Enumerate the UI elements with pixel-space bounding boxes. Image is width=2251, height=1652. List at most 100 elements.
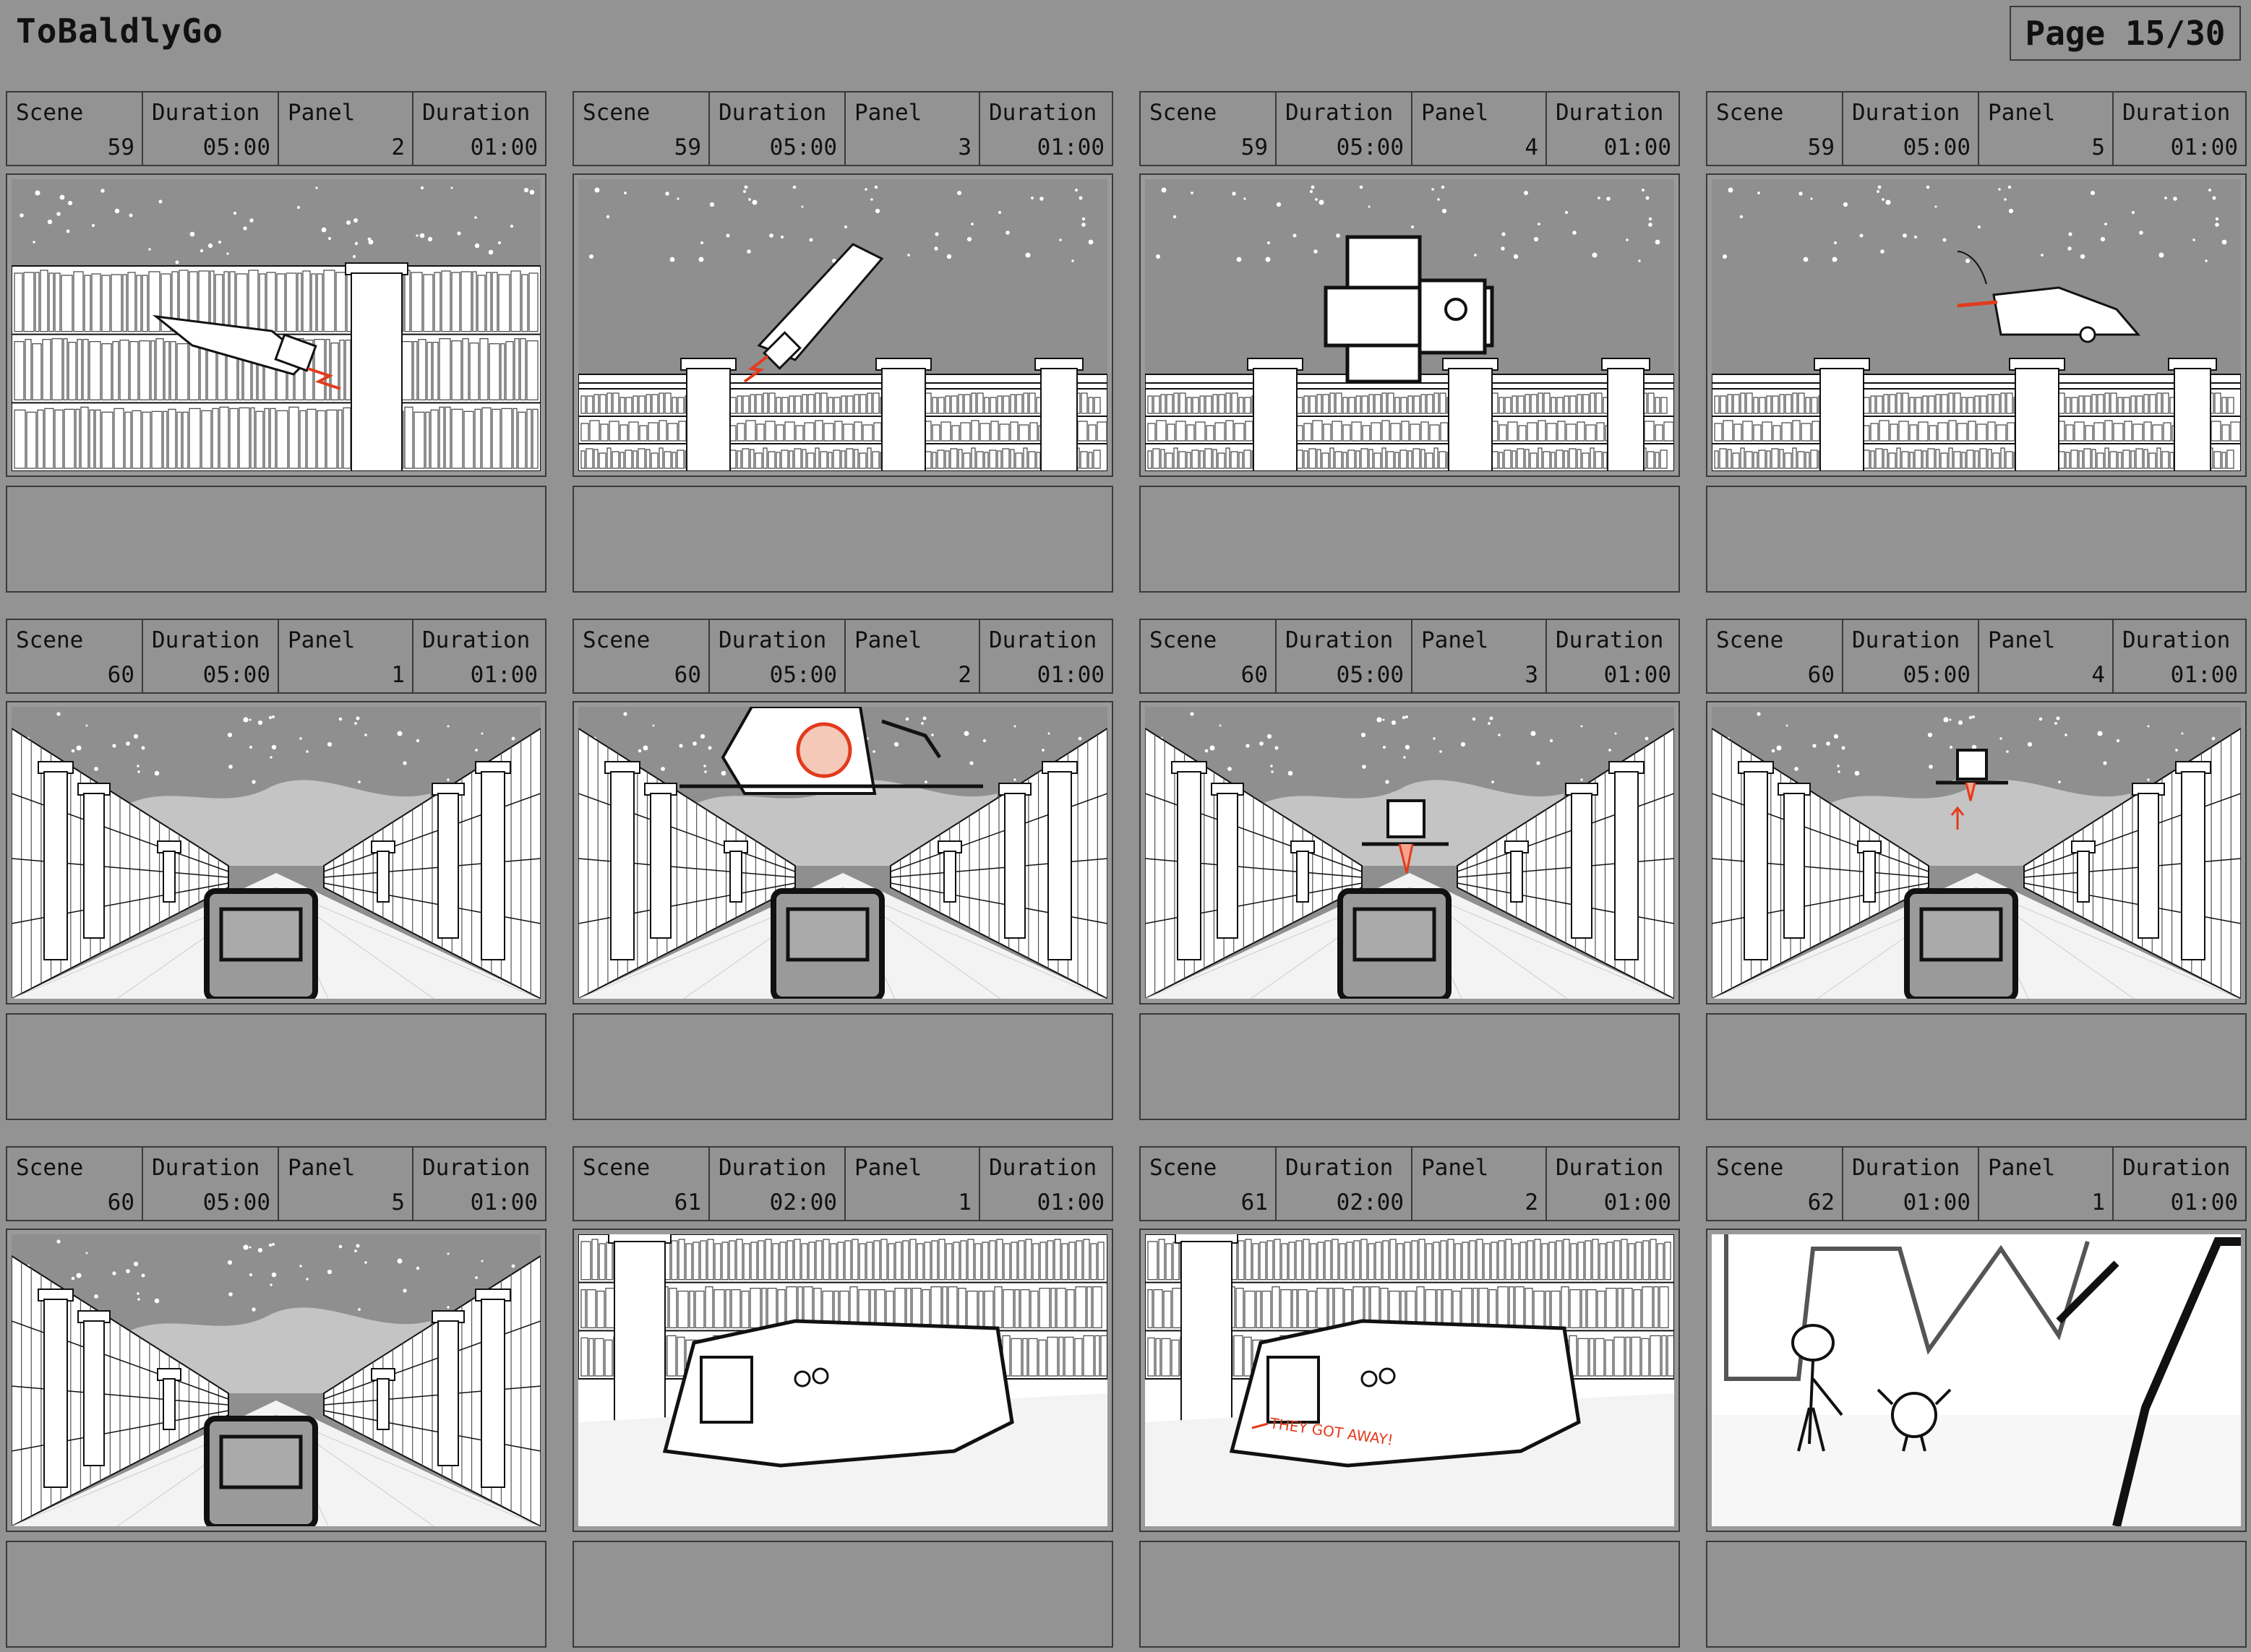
panel-duration-label: Duration	[2122, 1155, 2231, 1181]
panel-number-label: Panel	[288, 100, 356, 126]
scene-label: Scene	[1149, 1155, 1217, 1181]
panel-number-cell: Panel 2	[278, 93, 412, 165]
panel-notes[interactable]	[1139, 1013, 1680, 1120]
panel-duration-value: 01:00	[2170, 1189, 2238, 1216]
panel-sketch	[1712, 707, 2241, 999]
panel-number-value: 2	[391, 134, 405, 160]
panel-duration-label: Duration	[422, 1155, 531, 1181]
scene-duration-label: Duration	[1852, 627, 1960, 653]
panel-notes[interactable]	[1706, 1541, 2247, 1648]
panel-duration-value: 01:00	[470, 134, 538, 160]
panel-sketch	[12, 707, 541, 999]
scene-duration-value: 05:00	[769, 134, 837, 160]
panel-duration-label: Duration	[1556, 1155, 1664, 1181]
panel-notes[interactable]	[1139, 486, 1680, 593]
scene-cell: Scene 61	[1141, 1148, 1275, 1220]
panel-sketch	[578, 1234, 1107, 1526]
scene-duration-value: 05:00	[769, 662, 837, 688]
panel-number-value: 5	[391, 1189, 405, 1216]
panel-image[interactable]	[6, 701, 546, 1004]
panel-number-value: 1	[2091, 1189, 2105, 1216]
scene-duration-cell: Duration 05:00	[708, 93, 844, 165]
scene-label: Scene	[583, 1155, 651, 1181]
panel-duration-value: 01:00	[2170, 134, 2238, 160]
panel-image[interactable]	[1139, 173, 1680, 477]
panel-image[interactable]	[1139, 701, 1680, 1004]
panel-image[interactable]	[1706, 701, 2247, 1004]
scene-duration-label: Duration	[1852, 100, 1960, 126]
scene-value: 61	[1240, 1189, 1268, 1216]
scene-duration-label: Duration	[1852, 1155, 1960, 1181]
panel-image[interactable]: THEY GOT AWAY!	[1139, 1229, 1680, 1532]
scene-value: 59	[674, 134, 701, 160]
scene-value: 60	[674, 662, 701, 688]
panel-image[interactable]	[573, 701, 1113, 1004]
panel-duration-label: Duration	[422, 627, 531, 653]
panel-image[interactable]	[6, 173, 546, 477]
panel-notes[interactable]	[573, 486, 1113, 593]
panel-notes[interactable]	[1706, 1013, 2247, 1120]
panel-sketch	[578, 179, 1107, 471]
scene-value: 62	[1807, 1189, 1835, 1216]
scene-duration-label: Duration	[152, 1155, 260, 1181]
scene-value: 59	[107, 134, 134, 160]
panel-image[interactable]	[1706, 1229, 2247, 1532]
panel-duration-label: Duration	[2122, 627, 2231, 653]
scene-duration-label: Duration	[719, 1155, 827, 1181]
panel-image[interactable]	[573, 173, 1113, 477]
panel-notes[interactable]	[1139, 1541, 1680, 1648]
panel-duration-cell: Duration 01:00	[412, 93, 545, 165]
scene-value: 60	[107, 662, 134, 688]
panel-notes[interactable]	[573, 1013, 1113, 1120]
panel-number-value: 3	[1525, 662, 1538, 688]
panel-image[interactable]	[6, 1229, 546, 1532]
panel-image[interactable]	[573, 1229, 1113, 1532]
scene-duration-label: Duration	[719, 100, 827, 126]
panel-duration-label: Duration	[422, 100, 531, 126]
panel-duration-value: 01:00	[1037, 134, 1105, 160]
panel-notes[interactable]	[6, 486, 546, 593]
panel-duration-value: 01:00	[470, 662, 538, 688]
panel-notes[interactable]	[573, 1541, 1113, 1648]
panel-image[interactable]	[1706, 173, 2247, 477]
panel-notes[interactable]	[6, 1541, 546, 1648]
scene-value: 59	[1807, 134, 1835, 160]
panel-number-value: 5	[2091, 134, 2105, 160]
panel-notes[interactable]	[6, 1013, 546, 1120]
panel-duration-label: Duration	[989, 1155, 1097, 1181]
panel-notes[interactable]	[1706, 486, 2247, 593]
